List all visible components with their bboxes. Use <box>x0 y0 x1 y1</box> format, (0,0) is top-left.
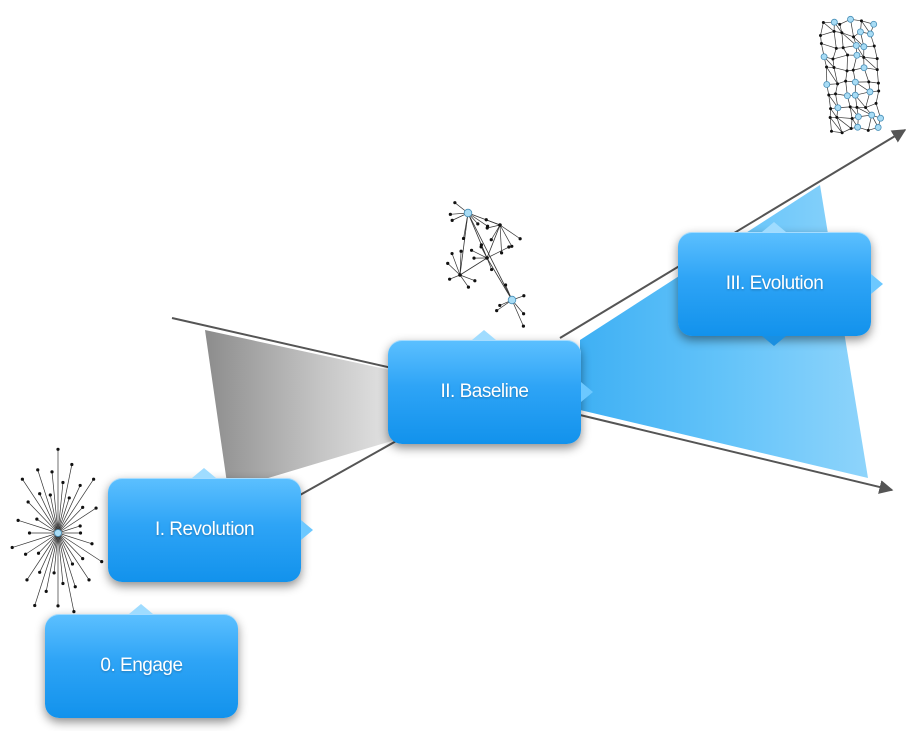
star-network-icon <box>10 447 104 614</box>
revolution-tip-up <box>192 468 216 478</box>
lower-axis-right <box>579 414 894 494</box>
evolution-tip-right <box>871 274 883 294</box>
gray-funnel <box>205 330 395 490</box>
stage-box-evolution[interactable]: III. Evolution <box>678 232 871 336</box>
stage-label-engage: 0. Engage <box>100 655 183 676</box>
revolution-tip-right <box>301 520 313 540</box>
baseline-tip-right <box>581 382 593 402</box>
lower-axis-left <box>299 439 399 496</box>
stage-label-revolution: I. Revolution <box>154 519 255 540</box>
evolution-tip-up <box>762 222 786 232</box>
stage-box-revolution[interactable]: I. Revolution <box>108 478 301 582</box>
stage-label-baseline: II. Baseline <box>440 381 530 402</box>
evolution-tip-down <box>762 336 786 346</box>
stage-label-evolution: III. Evolution <box>725 273 824 294</box>
upper-axis-left <box>171 317 393 369</box>
baseline-tip-up <box>472 330 496 340</box>
stage-box-baseline[interactable]: II. Baseline <box>388 340 581 444</box>
engage-tip-up <box>129 604 153 614</box>
mesh-network-icon <box>819 15 884 135</box>
hub-network-icon <box>446 201 526 328</box>
stage-box-engage[interactable]: 0. Engage <box>45 614 238 718</box>
